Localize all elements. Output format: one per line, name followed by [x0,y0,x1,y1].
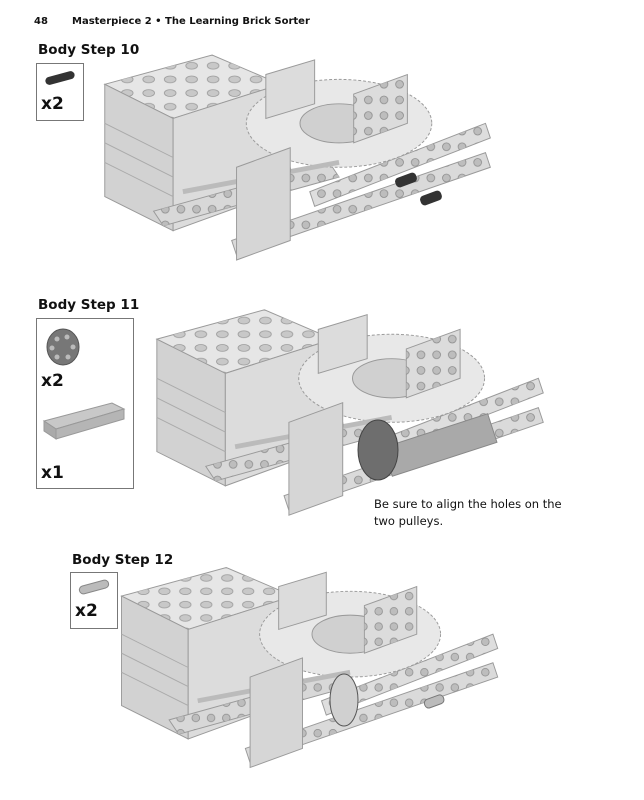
step-10-illustration [95,45,505,270]
pulley-wheel-icon [46,328,80,366]
step-11-parts-box: x2 x1 [36,318,134,489]
page-number: 48 [34,16,48,27]
step-12-title: Body Step 12 [72,552,174,568]
step-11-illustration [140,300,565,525]
step-12-illustration [112,555,512,780]
part-quantity: x2 [41,371,64,391]
black-peg [420,190,442,206]
black-connector-peg-icon [45,71,75,85]
step-12-parts-box: x2 [70,572,118,629]
part-quantity: x1 [41,463,64,483]
pulley [357,419,399,481]
step-10-parts-box: x2 [36,63,84,121]
step-11-note: Be sure to align the holes on the two pu… [374,497,562,528]
part-quantity: x2 [41,94,64,114]
part-quantity: x2 [75,601,98,621]
technic-beam-icon [42,402,126,440]
step-10-title: Body Step 10 [38,42,140,58]
gray-peg [423,694,445,709]
black-peg [395,172,417,188]
step-11-title: Body Step 11 [38,297,140,313]
running-title: Masterpiece 2 • The Learning Brick Sorte… [72,16,310,27]
pulley [329,673,359,727]
gray-connector-peg-icon [78,579,110,595]
